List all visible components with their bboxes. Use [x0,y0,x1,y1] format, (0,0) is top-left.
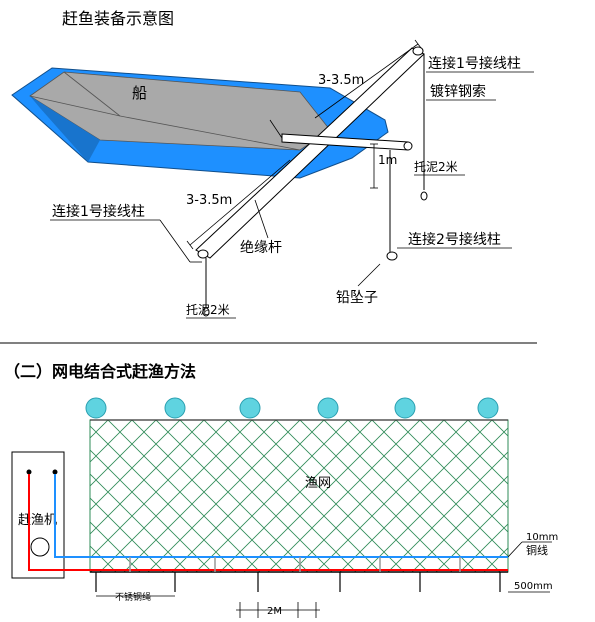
leader-lines [50,71,534,319]
length-top-label: 3-3.5m [318,73,364,88]
post1-left-label: 连接1号接线柱 [52,203,145,220]
cable-label: 镀锌钢索 [430,83,486,100]
rod-label: 绝缘杆 [240,240,282,256]
terminal-1 [26,469,32,475]
power-knob [30,537,50,557]
spacing-dimension [236,602,320,618]
boat-label: 船 [132,84,147,102]
rope-label: 不锈钢绳 [115,591,151,603]
spacing-label: 2M [267,606,282,617]
mud-right-label: 托泥2米 [414,160,458,174]
dimension-lines [186,39,422,250]
upper-title: 赶鱼装备示意图 [62,9,174,28]
electrodes [129,557,461,572]
boat [11,67,389,179]
floats [85,397,499,419]
depth-label: 500mm [514,581,553,592]
hanging-rods [95,572,501,592]
post1-top-label: 连接1号接线柱 [428,55,521,72]
fishing-net [89,419,509,573]
blue-wire [54,474,508,558]
insulated-rod [195,46,425,259]
terminal-2 [52,469,58,475]
sinker-label: 铅坠子 [336,290,378,306]
cables [202,54,428,317]
wire-label: 铜线 [526,543,548,557]
net-label: 渔网 [305,476,331,491]
one-m-label: 1m [378,153,397,167]
machine-label: 赶渔机 [18,513,57,528]
post2-label: 连接2号接线柱 [408,231,501,248]
wire-size-label: 10mm [526,532,558,543]
length-left-label: 3-3.5m [186,193,232,208]
section-heading: （二）网电结合式赶渔方法 [4,362,196,381]
wire-leader [507,541,523,558]
mud-left-label: 托泥2米 [186,303,230,317]
red-wire [28,474,508,571]
